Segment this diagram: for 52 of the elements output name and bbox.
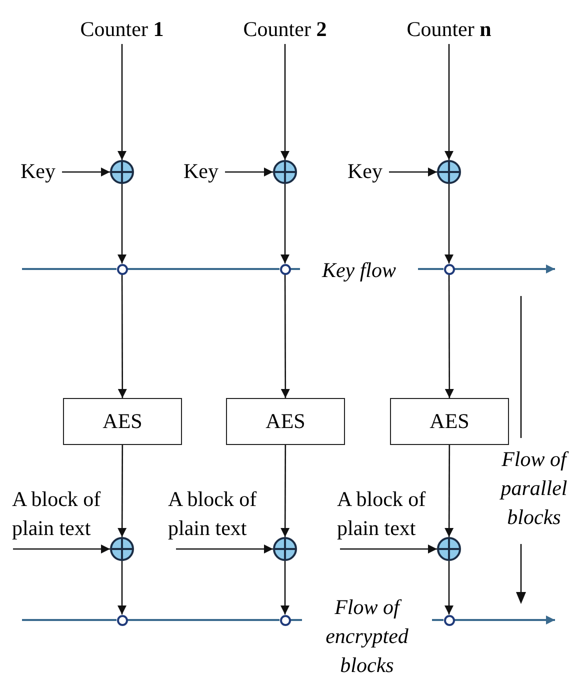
xor-circle — [437, 537, 461, 561]
flow-line — [128, 268, 280, 270]
arrow — [13, 544, 110, 554]
arrow — [444, 184, 454, 264]
edge-label: A block of plain text — [168, 486, 258, 542]
junction-dot — [280, 614, 290, 626]
arrow — [62, 168, 110, 176]
junction-dot — [444, 264, 454, 274]
flow-line — [128, 619, 280, 621]
edge-label: A block of plain text — [12, 486, 102, 542]
arrow — [444, 561, 454, 614]
arrow — [444, 445, 454, 537]
xor-circle — [110, 537, 134, 561]
key-label: Key — [177, 158, 225, 186]
arrow — [118, 274, 127, 398]
xor-circle — [110, 160, 134, 184]
xor-circle — [273, 160, 297, 184]
key-label: Key — [14, 158, 62, 186]
arrow — [118, 561, 126, 614]
arrow — [389, 168, 437, 176]
arrow — [280, 44, 290, 160]
arrow — [118, 44, 126, 160]
counter-label: Counter 2 — [225, 16, 345, 44]
junction-dot — [280, 264, 290, 274]
flow-line — [22, 268, 116, 270]
xor-circle — [273, 537, 297, 561]
arrow — [280, 445, 290, 537]
junction-dot — [116, 614, 128, 626]
cipher-box: AES — [390, 398, 509, 445]
junction-dot — [116, 264, 128, 274]
arrow — [444, 274, 454, 398]
counter-label: Counter n — [389, 16, 509, 44]
arrow — [280, 184, 290, 264]
key-label: Key — [341, 158, 389, 186]
arrow — [118, 445, 127, 537]
xor-circle — [437, 160, 461, 184]
flow-line — [22, 619, 116, 621]
edge-label: A block of plain text — [337, 486, 427, 542]
junction-dot — [444, 614, 454, 626]
cipher-box: AES — [63, 398, 182, 445]
arrow — [280, 561, 290, 614]
flow-label: Flow of parallel blocks — [498, 446, 570, 531]
flow-line — [454, 616, 555, 624]
arrow — [118, 184, 126, 264]
arrow — [280, 274, 290, 398]
arrow — [444, 44, 454, 160]
arrow — [340, 544, 437, 554]
cipher-box: AES — [226, 398, 345, 445]
flow-line — [454, 264, 555, 274]
arrow — [225, 168, 273, 176]
arrow — [176, 544, 273, 554]
counter-label: Counter 1 — [62, 16, 182, 44]
